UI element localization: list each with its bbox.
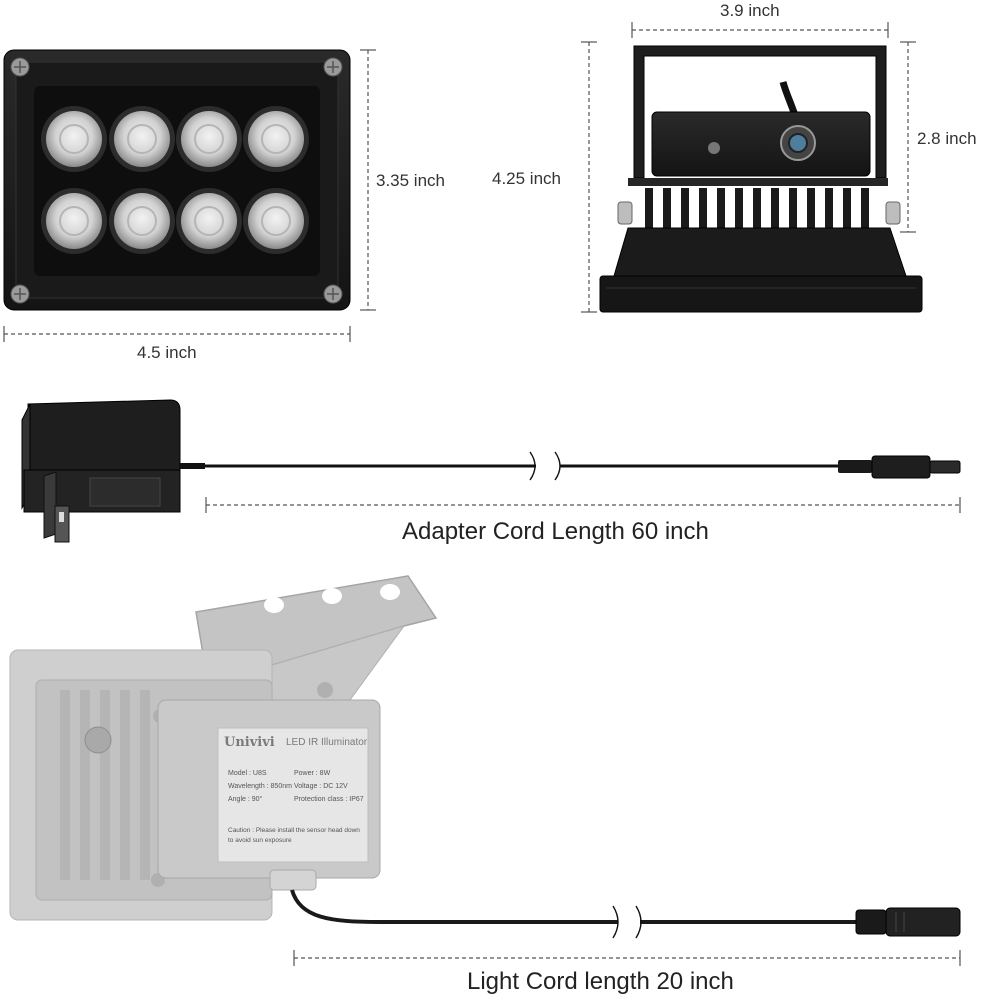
back-body-height-dimension-line <box>900 41 916 233</box>
spec-protection: Protection class : IP67 <box>294 796 364 803</box>
adapter-cord-dimension-line <box>205 497 961 513</box>
front-height-dimension-line <box>360 49 376 311</box>
front-view-illuminator <box>3 49 351 311</box>
led-icon <box>41 188 107 254</box>
back-view-illuminator <box>599 45 923 313</box>
break-icon <box>529 451 561 481</box>
led-icon <box>176 188 242 254</box>
adapter-cord-label: Adapter Cord Length 60 inch <box>402 518 709 545</box>
led-icon <box>243 106 309 172</box>
front-height-label: 3.35 inch <box>376 171 445 190</box>
front-width-dimension-line <box>3 326 351 342</box>
screw-icon <box>10 57 343 304</box>
back-width-label: 3.9 inch <box>720 1 780 20</box>
back-body-height-label: 2.8 inch <box>917 129 977 148</box>
product-title-text: LED IR Illuminator <box>286 737 368 748</box>
led-array <box>41 106 309 254</box>
spec-wavelength: Wavelength : 850nm <box>228 783 292 790</box>
spec-voltage: Voltage : DC 12V <box>294 783 348 790</box>
brand-logo-text: Univivi <box>224 735 275 750</box>
led-icon <box>176 106 242 172</box>
power-adapter <box>21 399 961 543</box>
led-icon <box>109 188 175 254</box>
spec-model: Model : U8S <box>228 770 267 777</box>
ghost-illuminator-rear <box>9 575 961 939</box>
back-width-dimension-line <box>631 22 889 38</box>
spec-power: Power : 8W <box>294 770 331 777</box>
front-width-label: 4.5 inch <box>137 343 197 362</box>
led-icon <box>109 106 175 172</box>
caution-line-2: to avoid sun exposure <box>228 837 292 844</box>
caution-line-1: Caution : Please install the sensor head… <box>228 827 360 834</box>
led-icon <box>41 106 107 172</box>
led-icon <box>243 188 309 254</box>
back-total-height-dimension-line <box>581 41 597 313</box>
break-icon <box>612 905 642 939</box>
light-cord-dimension-line <box>293 950 961 966</box>
back-total-height-label: 4.25 inch <box>492 169 561 188</box>
light-cord-label: Light Cord length 20 inch <box>467 968 734 995</box>
spec-angle: Angle : 90° <box>228 796 263 803</box>
